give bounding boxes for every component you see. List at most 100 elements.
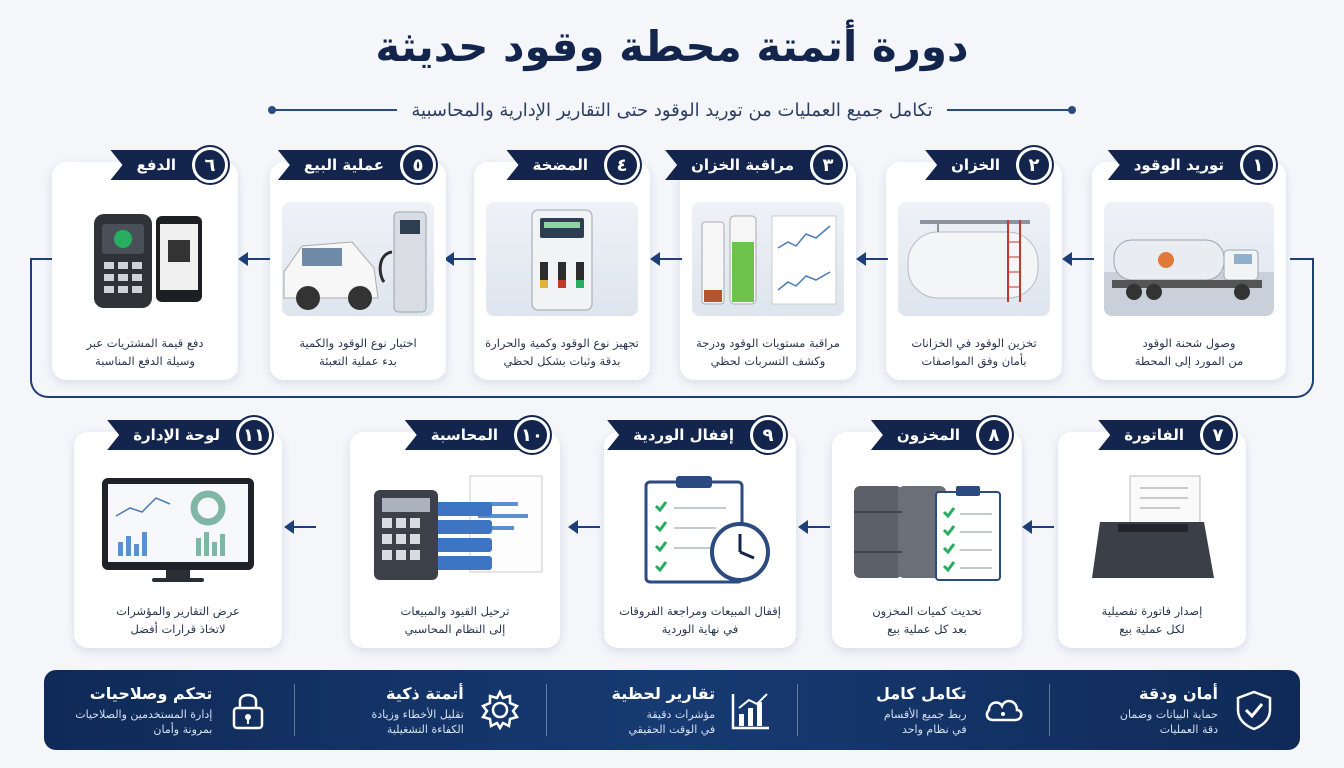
step-desc-line-1: إقفال المبيعات ومراجعة الفروقات	[619, 604, 781, 618]
step-desc-line-1: إصدار فاتورة تفصيلية	[1101, 604, 1203, 618]
step-desc-line-1: عرض التقارير والمؤشرات	[116, 604, 240, 618]
bar-chart-icon	[731, 693, 770, 730]
step-label: إقفال الوردية	[607, 420, 756, 450]
flow-arrow	[798, 520, 830, 534]
flow-connector	[30, 258, 1314, 398]
feature-desc-line-2: في الوقت الحقيقي	[628, 722, 716, 736]
flow-arrow	[1062, 252, 1094, 266]
feature-desc-line-1: ربط جميع الأقسام	[883, 707, 967, 721]
step-label: المضخة	[506, 150, 610, 180]
step-number: ١	[1240, 147, 1276, 183]
feature-title: تحكم وصلاحيات	[89, 683, 213, 703]
step-label: الدفع	[110, 150, 198, 180]
step-desc-line-2: بدء عملية التعبئة	[319, 354, 397, 368]
shift-close-clipboard-icon	[616, 472, 784, 586]
step-desc-line-1: وصول شحنة الوقود	[1142, 336, 1236, 350]
lock-icon	[233, 693, 264, 730]
step-number: ٥	[400, 147, 436, 183]
storage-tank-icon	[898, 202, 1050, 316]
step-desc-line-2: وسيلة الدفع المناسبة	[95, 354, 195, 368]
step-label: الخزان	[925, 150, 1022, 180]
feature-desc-line-1: حماية البيانات وضمان	[1119, 707, 1218, 721]
step-desc-line-2: لاتخاذ قرارات أفضل	[130, 622, 226, 636]
step-number: ٢	[1016, 147, 1052, 183]
step-label: المحاسبة	[404, 420, 520, 450]
subtitle: تكامل جميع العمليات من توريد الوقود حتى …	[411, 99, 933, 121]
flow-connector-left	[30, 258, 52, 260]
step-desc-line-1: دفع قيمة المشتريات عبر	[86, 336, 204, 350]
step-desc-line-1: مراقبة مستويات الوقود ودرجة	[696, 336, 840, 350]
cloud-icon	[985, 699, 1023, 722]
step-label: لوحة الإدارة	[107, 420, 242, 450]
feature-desc-line-2: الكفاءة التشغيلية	[386, 722, 464, 736]
step-desc-line-1: تحديث كميات المخزون	[872, 604, 982, 618]
flow-arrow	[856, 252, 888, 266]
feature-desc-line-1: مؤشرات دقيقة	[646, 707, 716, 721]
shield-check-icon	[1236, 690, 1272, 731]
step-number: ٦	[192, 147, 228, 183]
flow-arrow	[284, 520, 316, 534]
step-number: ١١	[236, 417, 272, 453]
step-label: توريد الوقود	[1107, 150, 1246, 180]
tanker-truck-icon	[1104, 202, 1274, 316]
feature-desc-line-2: دقة العمليات	[1159, 722, 1218, 736]
step-number: ١٠	[514, 417, 550, 453]
step-desc-line-2: إلى النظام المحاسبي	[404, 622, 506, 636]
step-desc-line-1: تخزين الوقود في الخزانات	[911, 336, 1037, 350]
step-desc-line-2: بعد كل عملية بيع	[887, 622, 967, 636]
step-desc-line-2: من المورد إلى المحطة	[1134, 354, 1244, 368]
step-number: ٨	[976, 417, 1012, 453]
gear-icon	[480, 689, 519, 731]
accounting-calculator-icon	[362, 472, 548, 586]
feature-title: تكامل كامل	[876, 683, 967, 703]
feature-permissions: تحكم وصلاحيات إدارة المستخدمين والصلاحيات…	[44, 684, 294, 736]
subtitle-row: تكامل جميع العمليات من توريد الوقود حتى …	[267, 96, 1077, 124]
step-desc-line-2: بأمان وفق المواصفات	[921, 354, 1027, 368]
step-label: المخزون	[870, 420, 982, 450]
step-label: مراقبة الخزان	[665, 150, 816, 180]
step-number: ٤	[604, 147, 640, 183]
step-desc-line-1: تجهيز نوع الوقود وكمية والحرارة	[485, 336, 639, 350]
step-number: ٩	[750, 417, 786, 453]
receipt-printer-icon	[1070, 472, 1234, 586]
step-desc-line-1: اختيار نوع الوقود والكمية	[299, 336, 417, 350]
subtitle-line-left	[267, 106, 398, 114]
flow-arrow	[568, 520, 600, 534]
step-desc-line-2: وكشف التسربات لحظي	[710, 354, 826, 368]
step-number: ٧	[1200, 417, 1236, 453]
feature-desc-line-1: إدارة المستخدمين والصلاحيات	[75, 707, 213, 721]
page-title: دورة أتمتة محطة وقود حديثة	[375, 22, 969, 71]
car-fueling-icon	[282, 202, 434, 316]
feature-title: أمان ودقة	[1139, 683, 1218, 703]
flow-connector-right	[1290, 258, 1314, 260]
feature-title: تقارير لحظية	[611, 683, 716, 703]
flow-arrow	[444, 252, 476, 266]
step-desc-line-2: في نهاية الوردية	[661, 622, 739, 636]
subtitle-line-right	[946, 106, 1077, 114]
step-desc-line-2: بدقة وثبات بشكل لحظي	[503, 354, 621, 368]
flow-arrow	[1022, 520, 1054, 534]
feature-desc-line-2: في نظام واحد	[901, 722, 967, 736]
flow-arrow	[650, 252, 682, 266]
tank-monitor-icon	[692, 202, 844, 316]
fuel-pump-icon	[486, 202, 638, 316]
step-number: ٣	[810, 147, 846, 183]
step-label: الفاتورة	[1098, 420, 1206, 450]
step-desc-line-2: لكل عملية بيع	[1119, 622, 1185, 636]
